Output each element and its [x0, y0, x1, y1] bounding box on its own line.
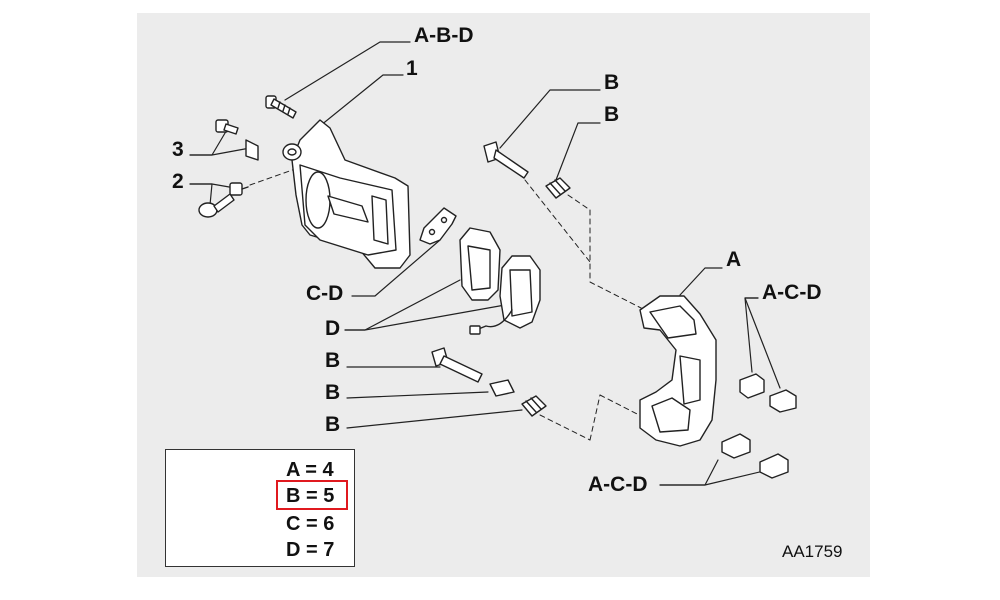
callout-d: D [325, 317, 341, 340]
callout-b-top-1: B [604, 71, 620, 94]
callout-1: 1 [406, 57, 418, 80]
callout-b-top-2: B [604, 103, 620, 126]
bolt-3 [215, 119, 259, 161]
pad-clips-bottom [721, 433, 789, 479]
bushing-left [489, 379, 515, 397]
guide-pin-top [483, 141, 529, 179]
callout-b-left-2: B [325, 381, 341, 404]
drawing-code: AA1759 [782, 542, 843, 561]
callout-abd-top: A-B-D [414, 24, 474, 47]
bushing-top [545, 177, 571, 199]
brake-pad-outer [469, 255, 541, 335]
legend-row-a: A = 4 [286, 459, 334, 481]
bolt-top [265, 95, 297, 119]
caliper-carrier [639, 295, 717, 447]
bleed-screw-2 [198, 182, 249, 218]
boot-left [521, 395, 547, 417]
legend-row-c: C = 6 [286, 513, 335, 535]
guide-pin-left [431, 347, 483, 383]
callout-b-left-3: B [325, 413, 341, 436]
callout-b-left-1: B [325, 349, 341, 372]
anti-rattle-plate [419, 207, 457, 245]
legend-row-b: B = 5 [286, 485, 335, 507]
leader-lines [189, 41, 781, 486]
callout-cd: C-D [306, 282, 344, 305]
callout-a: A [726, 248, 742, 271]
callout-acd-bottom: A-C-D [588, 473, 648, 496]
callout-3: 3 [172, 138, 184, 161]
caliper-body [282, 119, 411, 269]
legend-highlight-frame [276, 480, 348, 510]
assembly-dash-lines [249, 167, 646, 441]
callout-acd-right: A-C-D [762, 281, 822, 304]
legend-row-d: D = 7 [286, 539, 335, 561]
brake-pad-inner [459, 227, 501, 301]
callout-2: 2 [172, 170, 184, 193]
pad-clips-right [739, 373, 797, 413]
